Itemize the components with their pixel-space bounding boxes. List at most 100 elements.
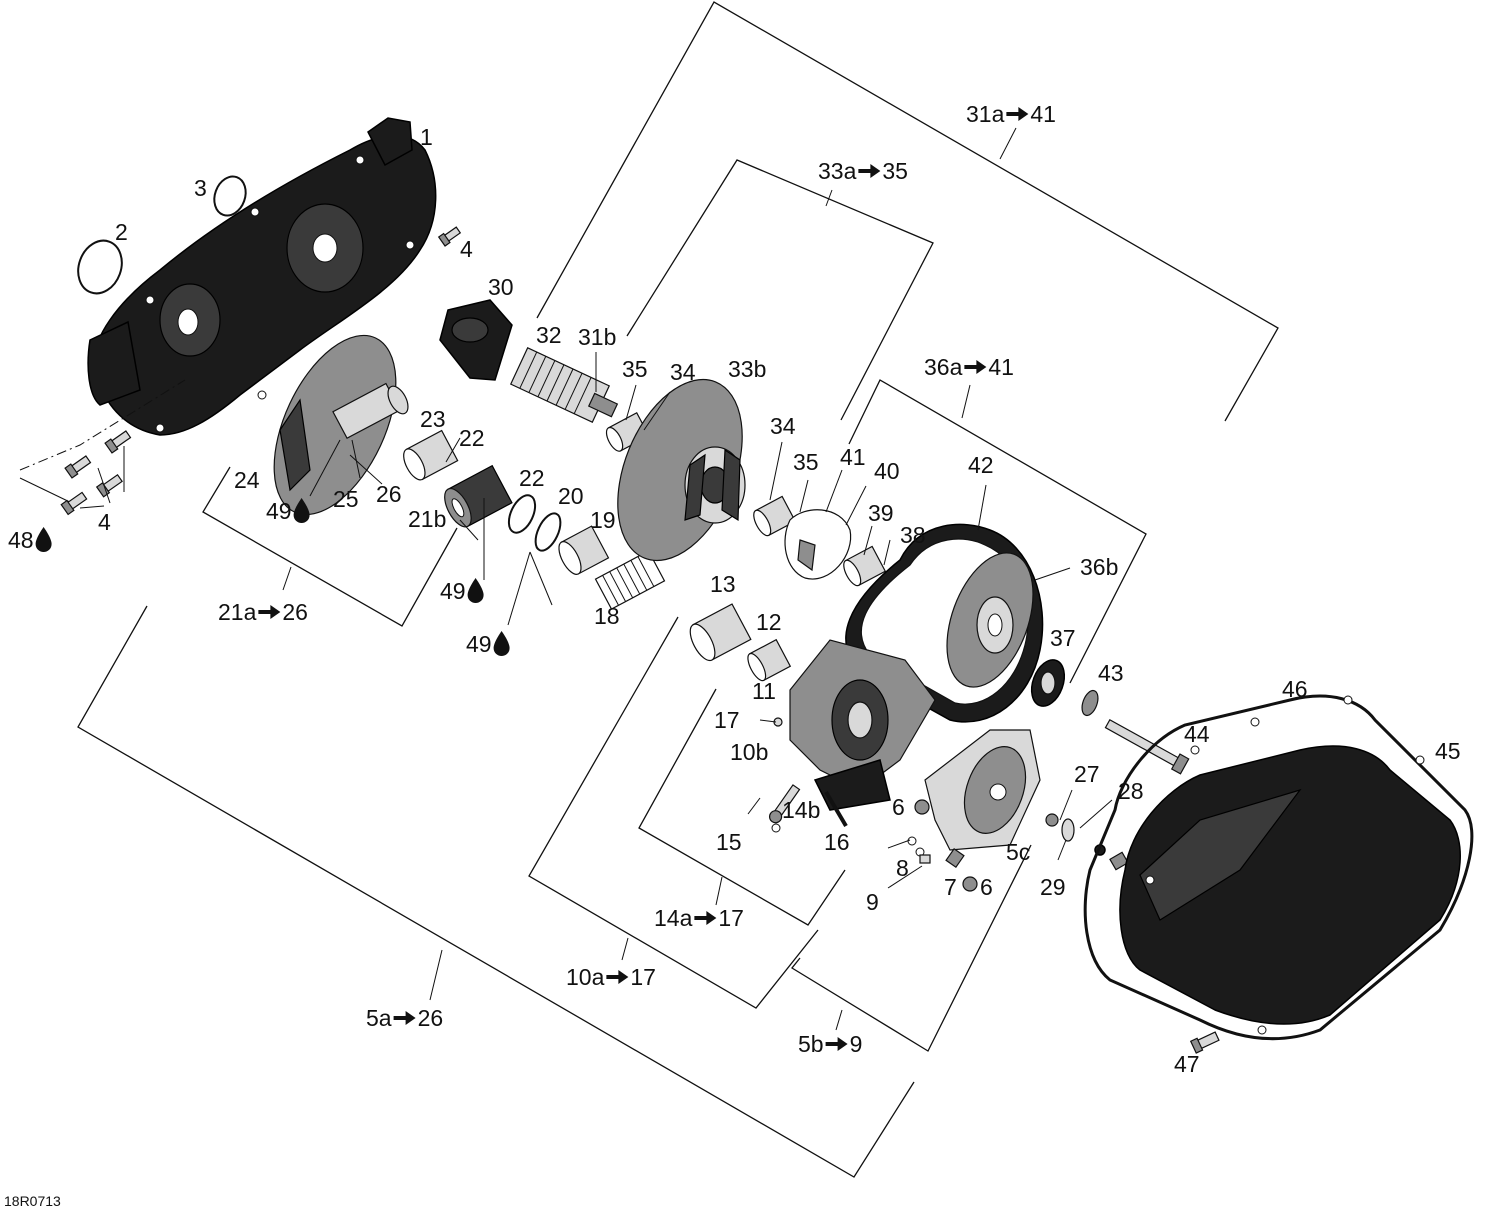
callout-34a: 34	[670, 359, 696, 385]
o-ring-3	[213, 175, 247, 217]
callout-45: 45	[1435, 738, 1461, 764]
callout-10b: 10b	[730, 739, 768, 765]
callout-7: 7	[944, 874, 957, 900]
callout-23: 23	[420, 406, 446, 432]
bracket-31a-41	[536, 1, 1279, 422]
bearing-bolt	[1030, 659, 1190, 775]
callout-20: 20	[558, 483, 584, 509]
kit-to: 9	[850, 1031, 863, 1057]
callout-18: 18	[594, 603, 620, 629]
callout-46: 46	[1282, 676, 1308, 702]
bracket-36a-41	[848, 379, 1147, 684]
right-arrow-icon	[694, 911, 717, 925]
callout-26: 26	[376, 481, 402, 507]
bracket-10a-17	[528, 616, 819, 1009]
callout-15: 15	[716, 829, 742, 855]
callout-41: 41	[840, 444, 866, 470]
kit-to: 35	[882, 158, 908, 184]
kit-from: 14a	[654, 905, 693, 931]
callout-49c: 49	[466, 631, 492, 657]
callout-12: 12	[756, 609, 782, 635]
callout-17: 17	[714, 707, 740, 733]
diagram-code: 18R0713	[4, 1193, 61, 1209]
callout-49a: 49	[266, 498, 292, 524]
oil-drop-icon	[467, 578, 484, 603]
kit-from: 21a	[218, 599, 257, 625]
spring-18	[594, 550, 666, 610]
callout-47: 47	[1174, 1051, 1200, 1077]
callout-33b: 33b	[728, 356, 766, 382]
oil-drop-icon	[35, 527, 52, 552]
callout-1: 1	[420, 124, 433, 150]
callout-22a: 22	[459, 425, 485, 451]
callout-43: 43	[1098, 660, 1124, 686]
kit-from: 10a	[566, 964, 605, 990]
callout-6a: 6	[892, 794, 905, 820]
bracket-21a-26	[202, 466, 458, 627]
right-arrow-icon	[825, 1037, 848, 1051]
leader-lines	[309, 352, 1113, 889]
callout-34b: 34	[770, 413, 796, 439]
callout-4b: 4	[98, 509, 111, 535]
cover-screws	[19, 226, 462, 516]
kit-brackets	[77, 1, 1279, 1178]
spring-32	[509, 347, 619, 423]
callout-40: 40	[874, 458, 900, 484]
right-arrow-icon	[258, 605, 281, 619]
right-arrow-icon	[858, 164, 881, 178]
callout-42: 42	[968, 452, 994, 478]
bracket-5a-26	[77, 605, 915, 1178]
right-arrow-icon	[964, 360, 987, 374]
driven-rollers	[753, 495, 887, 587]
cover-inlet	[87, 320, 141, 406]
kit-from: 31a	[966, 101, 1005, 127]
outer-cover-45	[1083, 694, 1474, 1054]
kit-from: 5a	[366, 1005, 392, 1031]
kit-to: 17	[718, 905, 744, 931]
inner-cover-assembly	[77, 117, 437, 436]
oil-drop-icon	[493, 631, 510, 656]
callout-11: 11	[752, 678, 776, 704]
kit-from: 5b	[798, 1031, 824, 1057]
callout-21b: 21b	[408, 506, 446, 532]
callout-4a: 4	[460, 236, 473, 262]
kit-to: 17	[630, 964, 656, 990]
inner-cover-part	[93, 135, 437, 436]
drive-small-parts	[689, 603, 848, 833]
gasket-46	[1083, 694, 1474, 1041]
callout-44: 44	[1184, 721, 1210, 747]
air-guide-30	[439, 299, 513, 381]
right-arrow-icon	[1006, 107, 1029, 121]
right-arrow-icon	[393, 1011, 416, 1025]
callout-36b: 36b	[1080, 554, 1118, 580]
cover-duct	[367, 117, 413, 167]
bracket-14a-17	[638, 688, 846, 926]
callout-31b: 31b	[578, 324, 616, 350]
callout-19: 19	[590, 507, 616, 533]
kit-label-10a: 10a 17	[566, 964, 656, 990]
kit-label-31a: 31a 41	[966, 101, 1056, 127]
kit-label-5b: 5b 9	[798, 1031, 862, 1057]
callout-25: 25	[333, 486, 359, 512]
callout-6b: 6	[980, 874, 993, 900]
callout-16: 16	[824, 829, 850, 855]
kit-from: 33a	[818, 158, 857, 184]
callout-28: 28	[1118, 778, 1144, 804]
callout-9: 9	[866, 889, 879, 915]
kit-to: 41	[1030, 101, 1056, 127]
callout-3: 3	[194, 175, 207, 201]
o-ring-2	[77, 239, 123, 295]
callout-48: 48	[8, 527, 34, 553]
callout-13: 13	[710, 571, 736, 597]
drive-pulley-housing-10b	[789, 639, 936, 811]
ring-22b	[507, 494, 537, 534]
callout-8: 8	[896, 855, 909, 881]
bracket-5b-9	[791, 844, 1032, 1052]
callout-24: 24	[234, 467, 260, 493]
drive-bushings	[403, 429, 666, 610]
callout-22b: 22	[519, 465, 545, 491]
